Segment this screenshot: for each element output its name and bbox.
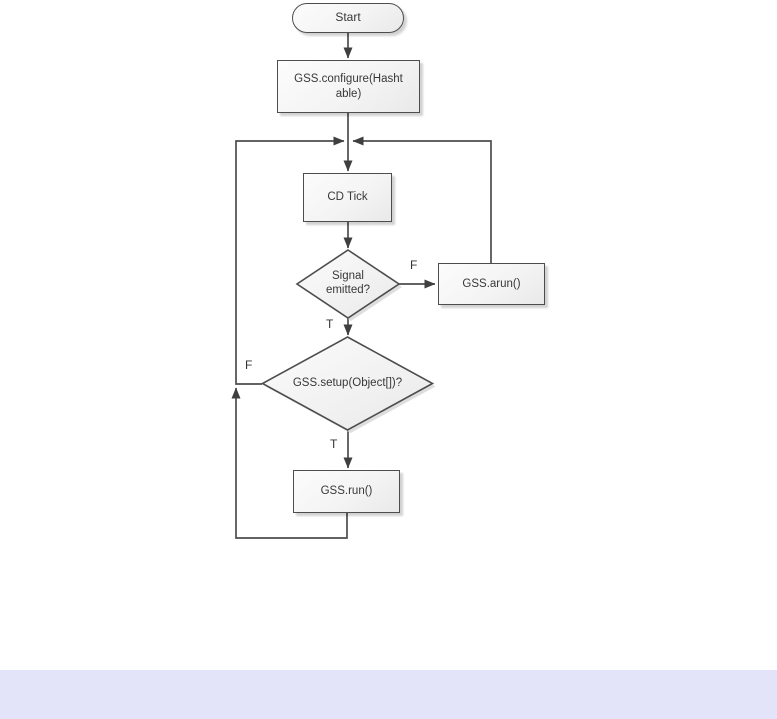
branch-label-setup-false: F (245, 358, 253, 372)
edge-setup-false-loop (235, 136, 345, 385)
node-cd-tick: CD Tick (303, 173, 392, 222)
decision-diamond-shape (260, 336, 436, 433)
node-cd-tick-label: CD Tick (327, 191, 368, 204)
node-configure: GSS.configure(Hasht able) (277, 60, 420, 113)
edge-run-loop (231, 387, 348, 539)
footer-highlight-band (0, 670, 777, 719)
branch-label-signal-true: T (326, 317, 334, 331)
decision-diamond-shape (295, 249, 402, 321)
node-run: GSS.run() (293, 470, 400, 513)
node-run-label: GSS.run() (320, 485, 373, 498)
node-setup: GSS.setup(Object[])? (260, 336, 436, 433)
edge-arun-loop (352, 136, 492, 263)
branch-label-setup-true: T (330, 437, 338, 451)
node-arun-label: GSS.arun() (462, 277, 521, 290)
node-signal-emitted: Signal emitted? (295, 249, 402, 321)
node-configure-label: GSS.configure(Hasht able) (294, 72, 403, 100)
node-start: Start (292, 3, 404, 33)
node-start-label: Start (335, 10, 361, 25)
node-arun: GSS.arun() (438, 263, 545, 305)
branch-label-signal-false: F (410, 258, 418, 272)
